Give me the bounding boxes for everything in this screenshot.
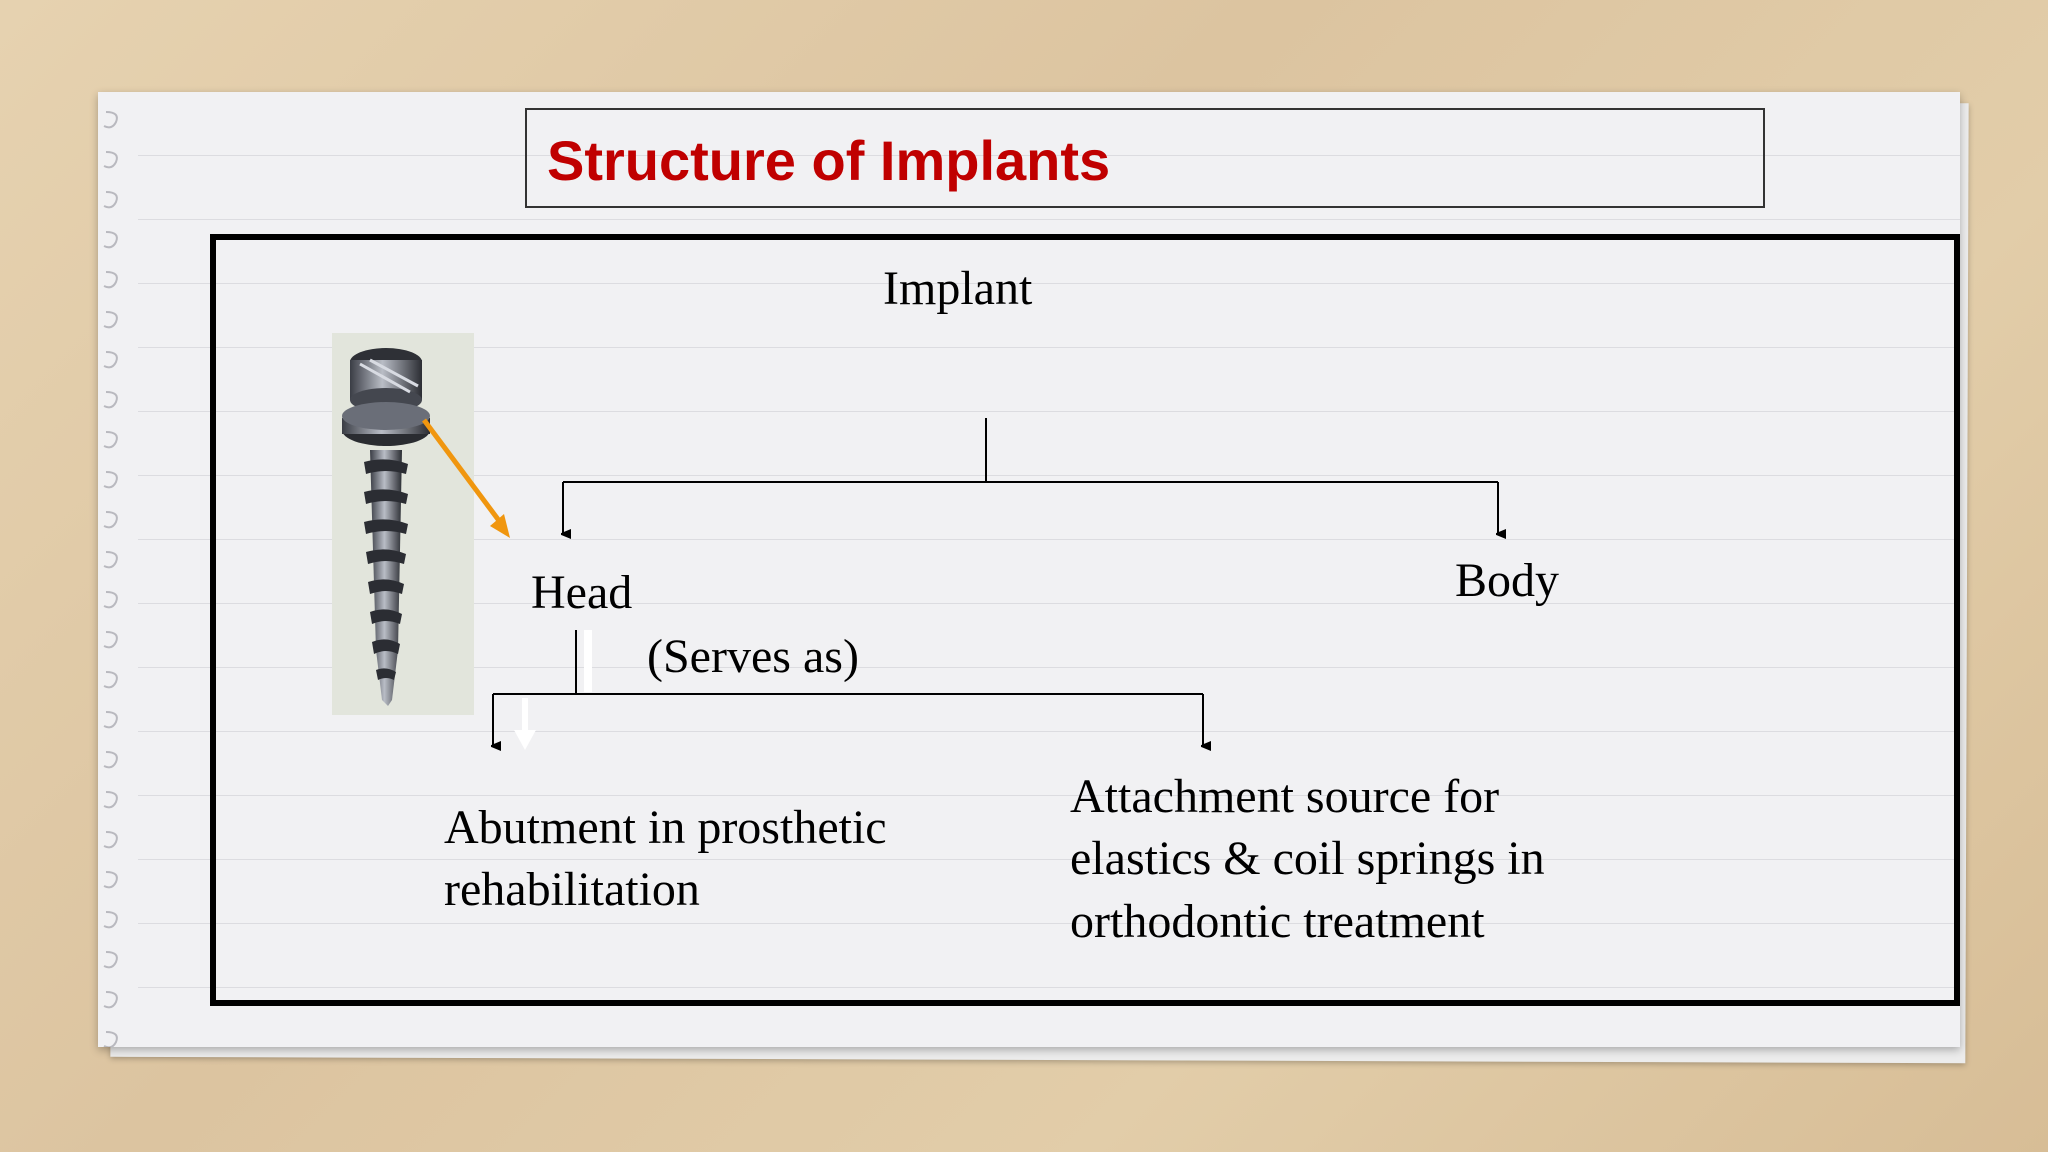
torn-paper-edge <box>98 92 138 1047</box>
notebook-paper <box>98 92 1960 1047</box>
diagram-frame <box>210 234 1960 1006</box>
attachment-text: Attachment source for elastics & coil sp… <box>1070 766 1545 953</box>
attachment-line-3: orthodontic treatment <box>1070 894 1485 948</box>
abutment-line-1: Abutment in prosthetic <box>444 801 887 854</box>
title-box: Structure of Implants <box>525 108 1765 208</box>
white-artifact-marks <box>514 630 592 750</box>
implant-screw-icon <box>342 348 430 706</box>
attachment-line-2: elastics & coil springs in <box>1070 832 1545 886</box>
body-label: Body <box>1455 554 1560 607</box>
slide-title: Structure of Implants <box>547 129 1111 192</box>
attachment-line-1: Attachment source for <box>1070 770 1500 823</box>
orange-arrow-icon <box>421 418 510 538</box>
implant-root-label: Implant <box>883 262 1033 315</box>
head-label: Head <box>531 566 633 619</box>
abutment-line-2: rehabilitation <box>444 863 700 917</box>
serves-as-label: (Serves as) <box>647 630 859 683</box>
abutment-text: Abutment in prosthetic rehabilitation <box>444 797 887 922</box>
